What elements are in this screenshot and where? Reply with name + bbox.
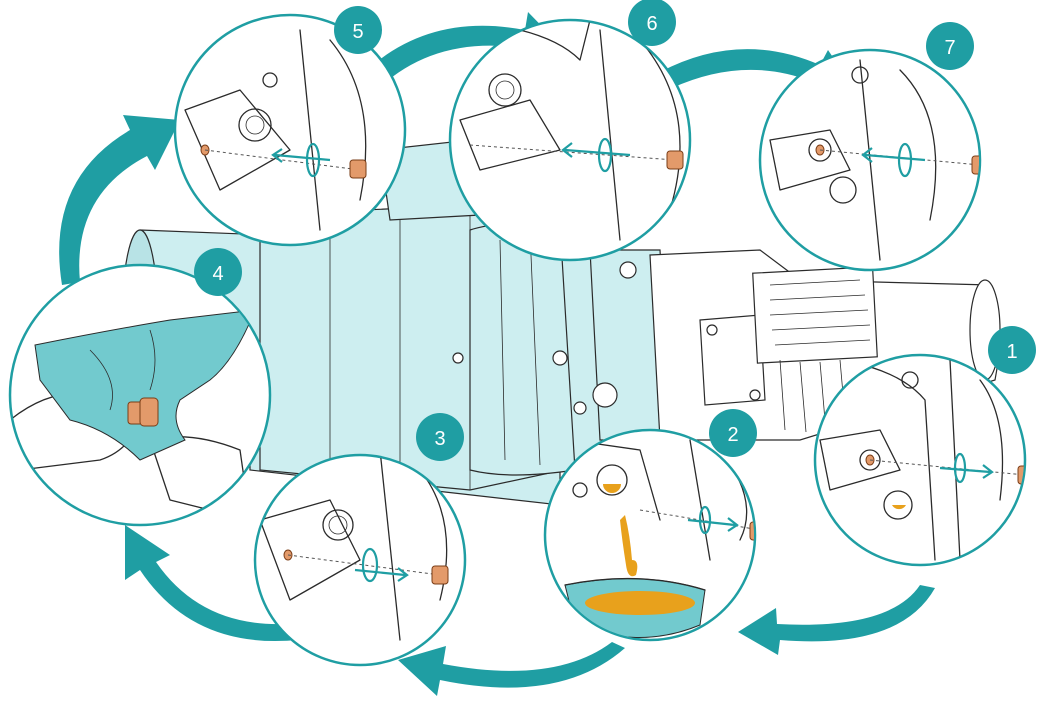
oil-stream xyxy=(620,515,638,577)
step-4-number: 4 xyxy=(212,263,223,285)
step-5-panel: 5 xyxy=(173,6,407,247)
rotation-arrow-icon xyxy=(361,547,379,583)
step-6-badge xyxy=(628,0,676,46)
drain-plug-icon xyxy=(431,565,449,585)
step-6-number: 6 xyxy=(646,13,657,35)
step-1-number: 1 xyxy=(1006,341,1017,363)
drain-plug-icon xyxy=(1017,465,1024,485)
step-5-badge xyxy=(334,6,382,54)
step-7-number: 7 xyxy=(944,37,955,59)
drain-plug-icon xyxy=(127,397,159,427)
step-4-panel: 4 xyxy=(8,248,272,527)
step-3-panel: 3 xyxy=(253,413,467,667)
drain-plug-icon xyxy=(666,150,684,170)
rotation-arrow-icon xyxy=(953,452,967,484)
drain-plug-icon xyxy=(971,155,979,175)
flow-arrow-icon xyxy=(398,642,625,696)
flow-arrow-icon xyxy=(660,49,855,98)
drain-plug-icon xyxy=(349,159,367,179)
step-2-panel: 2 xyxy=(543,409,757,642)
cloth-icon xyxy=(34,309,256,461)
oil-pan-icon xyxy=(564,577,706,638)
step-7-panel: 7 xyxy=(758,22,982,272)
step-2-badge xyxy=(709,409,757,457)
rotation-arrow-icon xyxy=(897,142,913,178)
drain-plug-icon xyxy=(749,521,754,541)
step-6-panel: 6 xyxy=(448,0,692,262)
flow-arrow-icon xyxy=(352,12,565,95)
step-3-badge xyxy=(416,413,464,461)
flow-arrow-icon xyxy=(59,115,180,285)
step-2-number: 2 xyxy=(727,424,738,446)
step-3-number: 3 xyxy=(434,428,445,450)
step-1-badge xyxy=(988,326,1036,374)
step-7-badge xyxy=(926,22,974,70)
flow-arrow-icon xyxy=(738,585,935,655)
step-1-panel: 1 xyxy=(813,326,1036,567)
rotation-arrow-icon xyxy=(597,137,613,173)
rotation-arrow-icon xyxy=(698,505,712,535)
step-4-badge xyxy=(194,248,242,296)
step-5-number: 5 xyxy=(352,21,363,43)
